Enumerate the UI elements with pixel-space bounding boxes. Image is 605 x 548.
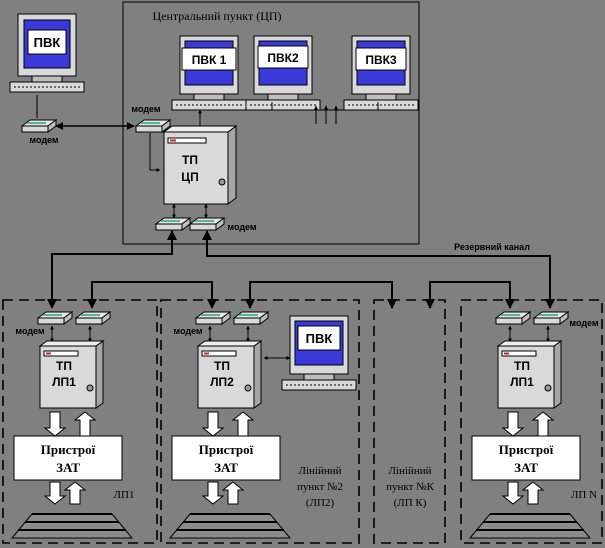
central-server: ТП ЦП — [162, 125, 238, 205]
central-computer-3-label: ПВК3 — [365, 53, 397, 67]
lp2-label-line3: (ЛП2) — [306, 497, 335, 509]
lp1-modem-2 — [74, 311, 112, 325]
lpn-modem-label: модем — [569, 318, 599, 328]
central-computer-2: ПВК2 — [245, 35, 321, 111]
central-modem-1 — [154, 217, 192, 231]
central-server-line1: ТП — [182, 153, 198, 167]
lp2-device-box — [171, 435, 281, 481]
lpk-label-line3: (ЛП К) — [394, 497, 427, 509]
computer-icon — [171, 35, 247, 111]
lp2-label-line2: пункт №2 — [297, 481, 343, 493]
central-server-line2: ЦП — [181, 170, 198, 184]
lp1-modem-label: модем — [15, 326, 45, 336]
lpn-server-line2: ЛП1 — [510, 375, 534, 389]
lpn-label: ЛП N — [571, 489, 597, 501]
lp2-server: ТП ЛП2 — [196, 340, 263, 409]
main-channel — [47, 230, 515, 309]
lp2-block-arrows-bottom — [201, 481, 245, 505]
central-modem-main — [134, 119, 172, 133]
remote-modem-label: модем — [29, 135, 59, 145]
lpn-frame — [460, 299, 603, 544]
lpn-device-line2: ЗАТ — [514, 460, 538, 475]
modem-icon — [188, 217, 226, 231]
lp2-computer-label: ПВК — [306, 331, 333, 346]
central-computer-1: ПВК 1 — [171, 35, 247, 111]
central-computer-3: ПВК3 — [343, 35, 419, 111]
lp1-server-line1: ТП — [56, 359, 72, 373]
remote-computer: ПВК — [9, 13, 85, 93]
modem-icon — [154, 217, 192, 231]
modem-icon — [494, 311, 532, 325]
lp1-modem-1 — [36, 311, 74, 325]
railway-track-icon — [168, 513, 292, 539]
modem-icon — [532, 311, 570, 325]
lp2-server-line1: ТП — [214, 359, 230, 373]
modem-icon — [232, 311, 270, 325]
lp1-device-line1: Пристрої — [41, 442, 96, 457]
modem-icon — [20, 119, 58, 133]
reserve-channel-label: Резервний канал — [454, 242, 530, 252]
lp1-device-line2: ЗАТ — [56, 460, 80, 475]
computer-icon — [343, 35, 419, 111]
central-modem-2 — [188, 217, 226, 231]
modem-icon — [134, 119, 172, 133]
server-icon — [162, 125, 238, 205]
server-icon — [38, 340, 105, 409]
lpn-server: ТП ЛП1 — [496, 340, 563, 409]
server-icon — [196, 340, 263, 409]
central-modem-bottom-label: модем — [227, 222, 257, 232]
modem-icon — [74, 311, 112, 325]
lp2-computer: ПВК — [281, 315, 357, 391]
lp2-device-line2: ЗАТ — [214, 460, 238, 475]
central-modem-main-label: модем — [131, 104, 161, 114]
lp2-modem-label: модем — [173, 326, 203, 336]
railway-track-icon — [468, 513, 592, 539]
lpn-server-line1: ТП — [514, 359, 530, 373]
remote-modem — [20, 119, 58, 133]
lp2-modem-1 — [194, 311, 232, 325]
modem-icon — [194, 311, 232, 325]
lpn-device-line1: Пристрої — [499, 442, 554, 457]
lp1-block-arrows-bottom — [43, 481, 87, 505]
reserve-channel — [202, 230, 555, 309]
lpn-block-arrows — [501, 411, 555, 437]
lp1-device-box — [13, 435, 123, 481]
modem-icon — [36, 311, 74, 325]
lp1-frame — [2, 299, 158, 544]
lp1-server-line2: ЛП1 — [52, 375, 76, 389]
lpk-label-line2: пункт №К — [386, 481, 435, 493]
lp2-block-arrows — [201, 411, 255, 437]
lpn-device-box — [471, 435, 581, 481]
railway-track-icon — [10, 513, 134, 539]
remote-computer-label: ПВК — [34, 35, 61, 50]
lp2-server-line2: ЛП2 — [210, 375, 234, 389]
central-point-title: Центральний пункт (ЦП) — [152, 9, 281, 23]
lpn-block-arrows-bottom — [501, 481, 545, 505]
lp2-label-line1: Лінійний — [298, 465, 341, 477]
lp1-block-arrows — [43, 411, 97, 437]
server-icon — [496, 340, 563, 409]
central-computer-2-label: ПВК2 — [267, 51, 299, 65]
lpn-modem-2 — [532, 311, 570, 325]
central-computer-1-label: ПВК 1 — [192, 53, 227, 67]
lpn-modem-1 — [494, 311, 532, 325]
lp2-modem-2 — [232, 311, 270, 325]
lp1-label: ЛП1 — [114, 489, 135, 501]
lp1-server: ТП ЛП1 — [38, 340, 105, 409]
lp2-device-line1: Пристрої — [199, 442, 254, 457]
lpk-label-line1: Лінійний — [388, 465, 431, 477]
